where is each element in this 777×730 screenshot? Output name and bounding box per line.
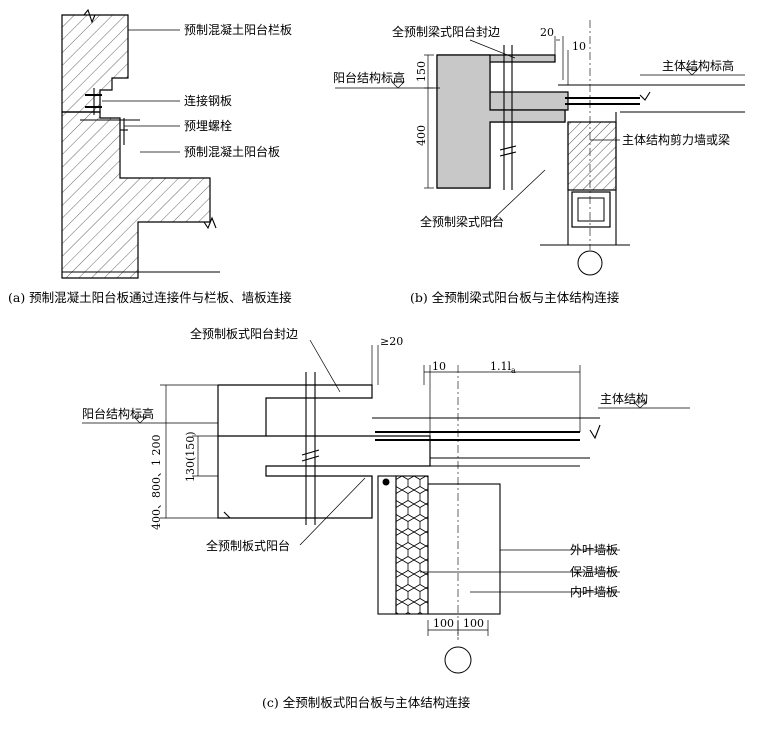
caption-c: (c) 全预制板式阳台板与主体结构连接 (262, 695, 471, 710)
balcony-slab (61, 111, 211, 279)
dim-c-la: 1.1la (490, 360, 516, 375)
plate-balcony-slab (217, 385, 431, 519)
label-b-main-level: 主体结构标高 (662, 58, 734, 73)
figure-b-drawing (335, 20, 745, 276)
outer-leaf-panel (377, 475, 397, 615)
plate-balcony-edge (218, 384, 373, 437)
caption-b: (b) 全预制梁式阳台板与主体结构连接 (410, 290, 620, 305)
dim-b-400: 400 (415, 125, 428, 146)
label-bolt: 预埋螺栓 (184, 118, 232, 133)
label-c-inner-leaf: 内叶墙板 (570, 585, 618, 599)
label-parapet: 预制混凝土阳台栏板 (184, 22, 292, 37)
label-b-edge: 全预制梁式阳台封边 (392, 24, 500, 39)
dim-b-10: 10 (572, 40, 586, 53)
label-c-edge: 全预制板式阳台封边 (190, 326, 298, 341)
label-b-balcony: 全预制梁式阳台 (420, 214, 504, 229)
inner-leaf-panel (427, 483, 501, 615)
dim-c-1200: 400、800、1 200 (150, 435, 163, 530)
label-steel-plate: 连接钢板 (184, 93, 232, 108)
insulation-panel (395, 475, 429, 615)
label-c-main-structure: 主体结构 (600, 391, 648, 406)
dim-c-ge20: ≥20 (380, 335, 403, 348)
dim-b-20: 20 (540, 26, 554, 39)
dim-c-130: 130(150) (184, 431, 197, 482)
label-slab: 预制混凝土阳台板 (184, 144, 280, 159)
label-c-balcony: 全预制板式阳台 (206, 538, 290, 553)
label-b-shear-wall: 主体结构剪力墙或梁 (622, 132, 730, 147)
dim-c-10: 10 (432, 360, 446, 373)
caption-a: (a) 预制混凝土阳台板通过连接件与栏板、墙板连接 (8, 290, 292, 305)
axis-bubble-b (577, 250, 603, 276)
label-c-outer-leaf: 外叶墙板 (570, 543, 618, 557)
embedded-bolt (120, 118, 128, 145)
label-c-insulation: 保温墙板 (570, 565, 618, 579)
dim-c-100a: 100 (433, 617, 454, 630)
shear-wall (567, 121, 617, 191)
label-b-balcony-level: 阳台结构标高 (333, 70, 405, 85)
label-c-balcony-level: 阳台结构标高 (82, 406, 154, 421)
dim-b-150: 150 (415, 61, 428, 82)
axis-bubble-c (444, 646, 472, 674)
figure-c-drawing (82, 339, 690, 674)
dim-c-100b: 100 (463, 617, 484, 630)
figure-a-drawing (61, 8, 220, 279)
parapet-panel (61, 14, 129, 113)
